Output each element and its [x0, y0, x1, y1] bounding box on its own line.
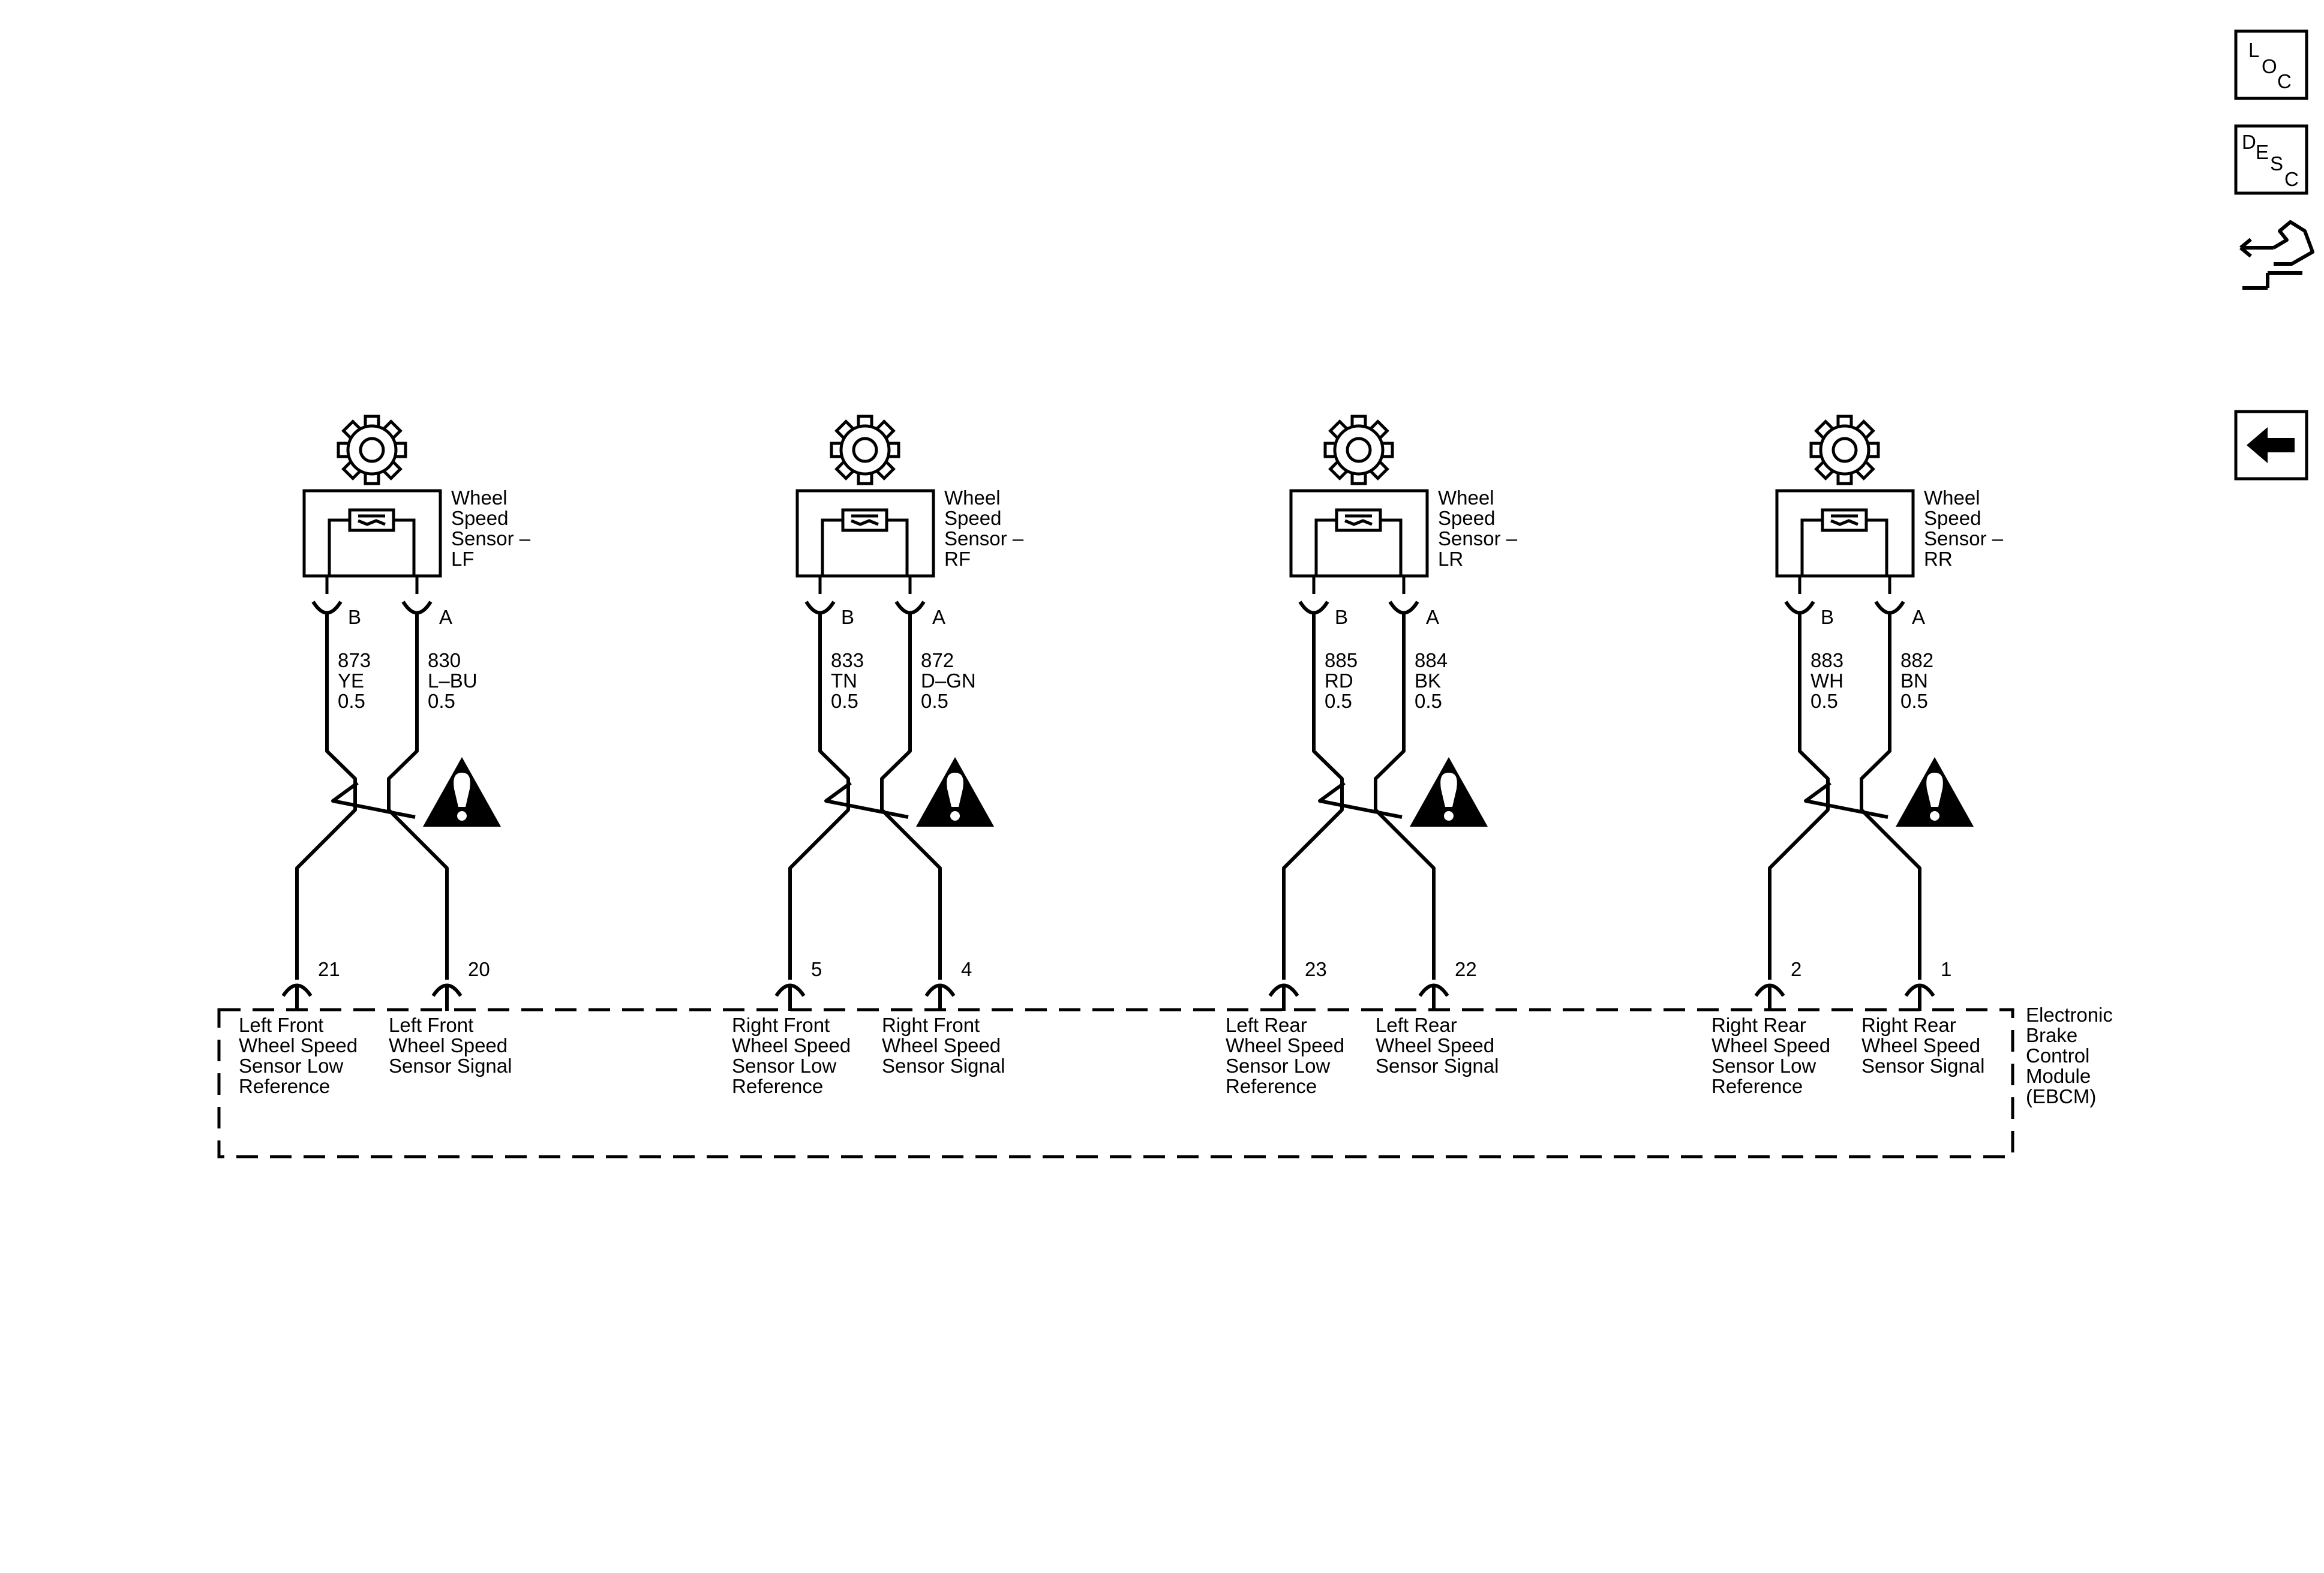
pin-a-label: A: [1426, 606, 1439, 628]
pin-a-label: A: [932, 606, 945, 628]
ebcm-name: Electronic Brake Control Module (EBCM): [2026, 1004, 2118, 1107]
pin-a-label: A: [1912, 606, 1925, 628]
wire-b: [788, 613, 850, 980]
sensor-element: [1821, 508, 1868, 532]
gear-icon: [1323, 415, 1394, 485]
wire-b: [1282, 613, 1344, 980]
wire-a: [880, 613, 942, 980]
svg-text:L: L: [2248, 39, 2259, 61]
sensor-element: [348, 508, 395, 532]
wire-b: [1768, 613, 1830, 980]
ebcm-pin-b: 21: [318, 958, 340, 980]
gear-icon: [830, 415, 900, 485]
svg-text:C: C: [2284, 168, 2299, 190]
wire-a: [387, 613, 449, 980]
ebcm-pin-a: 1: [1941, 958, 1951, 980]
wire-a: [1860, 613, 1921, 980]
caution-icon: [1410, 757, 1488, 827]
ebcm-pin-b: 2: [1791, 958, 1801, 980]
back-arrow-icon: [2247, 427, 2295, 463]
ebcm-outline: [217, 1008, 2014, 1158]
svg-text:D: D: [2242, 131, 2256, 153]
svg-text:S: S: [2270, 152, 2283, 175]
ebcm-pin-a: 4: [961, 958, 972, 980]
gear-icon: [337, 415, 407, 485]
sensor-element: [841, 508, 888, 532]
pin-b-label: B: [1821, 606, 1834, 628]
ebcm-pin-a: 20: [468, 958, 490, 980]
gear-icon: [1809, 415, 1880, 485]
ebcm-pin-b: 5: [811, 958, 822, 980]
sensor-box: [302, 489, 442, 578]
caution-icon: [1896, 757, 1974, 827]
loc-button[interactable]: L O C: [2234, 29, 2308, 100]
pin-b-label: B: [348, 606, 361, 628]
pin-b-label: B: [841, 606, 854, 628]
ebcm-pin-b: 23: [1305, 958, 1327, 980]
svg-text:O: O: [2262, 55, 2277, 77]
back-button[interactable]: [2234, 410, 2308, 481]
svg-text:E: E: [2256, 141, 2269, 163]
sensor-box: [1775, 489, 1915, 578]
ebcm-pin-a: 22: [1455, 958, 1477, 980]
desc-button[interactable]: D E S C: [2234, 124, 2308, 195]
pin-a-label: A: [439, 606, 452, 628]
pin-b-label: B: [1335, 606, 1348, 628]
caution-icon: [423, 757, 501, 827]
sensor-box: [1289, 489, 1429, 578]
sensor-box: [795, 489, 935, 578]
wire-b: [295, 613, 357, 980]
wire-a: [1374, 613, 1436, 980]
connector-end-view-icon[interactable]: [2239, 220, 2314, 290]
caution-icon: [916, 757, 994, 827]
svg-text:C: C: [2277, 70, 2292, 92]
sensor-element: [1335, 508, 1382, 532]
